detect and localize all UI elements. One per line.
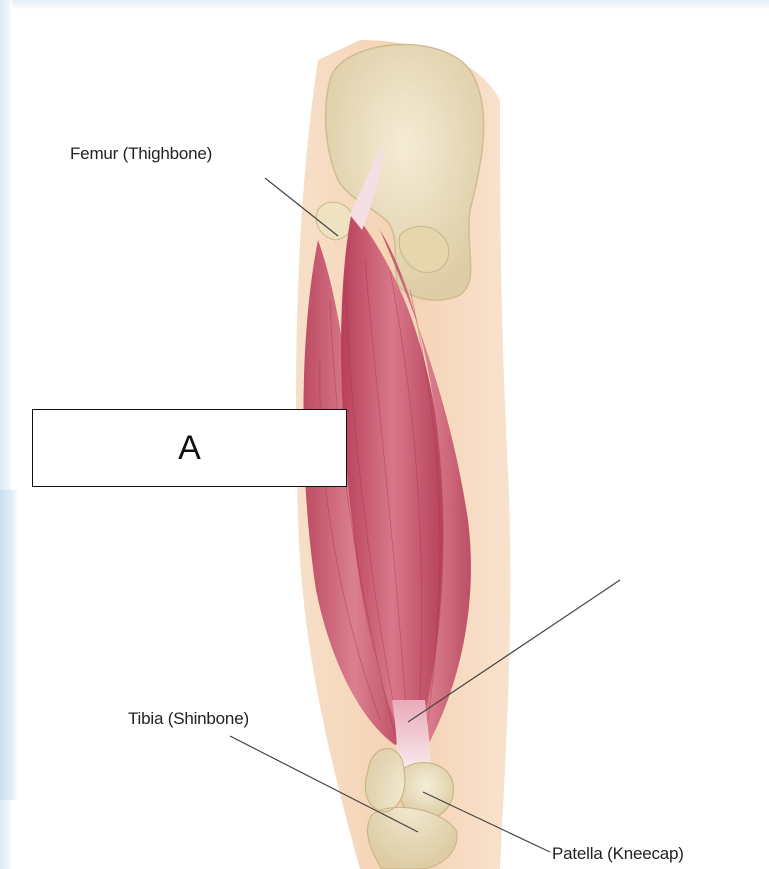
patella-label: Patella (Kneecap): [552, 844, 684, 864]
answer-box-text: A: [178, 429, 201, 468]
tibia-label: Tibia (Shinbone): [128, 709, 249, 729]
femur-label: Femur (Thighbone): [70, 144, 212, 164]
answer-box[interactable]: A: [32, 409, 347, 487]
